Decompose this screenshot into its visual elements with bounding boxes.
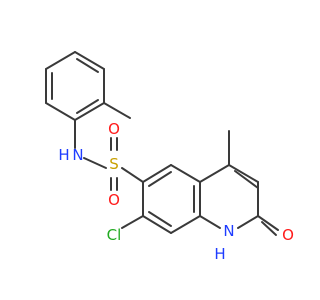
bond — [148, 171, 172, 187]
bond — [76, 58, 99, 73]
bond — [74, 102, 105, 121]
bond — [83, 157, 107, 169]
bond — [121, 215, 144, 229]
atom-label-o-carbonyl: O — [282, 226, 294, 244]
bond — [170, 215, 201, 234]
quinolinone-rings — [121, 130, 279, 236]
bond — [142, 164, 172, 183]
atom-label-cl: Cl — [107, 226, 122, 244]
tolyl-ring — [45, 51, 131, 121]
bond — [234, 170, 259, 189]
bond — [237, 215, 259, 229]
molecule-structure-diagram: N H S O O Cl H N O — [45, 51, 294, 263]
bond — [228, 164, 259, 183]
bond — [103, 102, 131, 119]
atom-label-s: S — [109, 155, 119, 173]
bond — [199, 164, 230, 183]
bond — [76, 99, 99, 114]
bond — [74, 51, 105, 70]
bond — [199, 215, 221, 229]
atom-label-n-sulfonamide: N — [72, 146, 83, 164]
atom-label-o-top: O — [108, 120, 120, 138]
bond — [121, 167, 144, 183]
atom-label-h-sulfonamide: H — [58, 146, 69, 164]
bond — [142, 215, 172, 234]
bond — [257, 215, 279, 231]
bond — [261, 221, 277, 236]
atom-label-n-ring: N — [223, 222, 234, 240]
bond — [45, 102, 76, 121]
bond — [148, 211, 172, 227]
atom-label-o-bottom: O — [108, 191, 120, 209]
bond — [170, 164, 201, 183]
sulfonamide-linkage — [74, 119, 144, 191]
bond — [45, 51, 76, 70]
atom-labels: N H S O O Cl H N O — [58, 120, 294, 263]
atom-label-h-ring: H — [214, 245, 225, 263]
